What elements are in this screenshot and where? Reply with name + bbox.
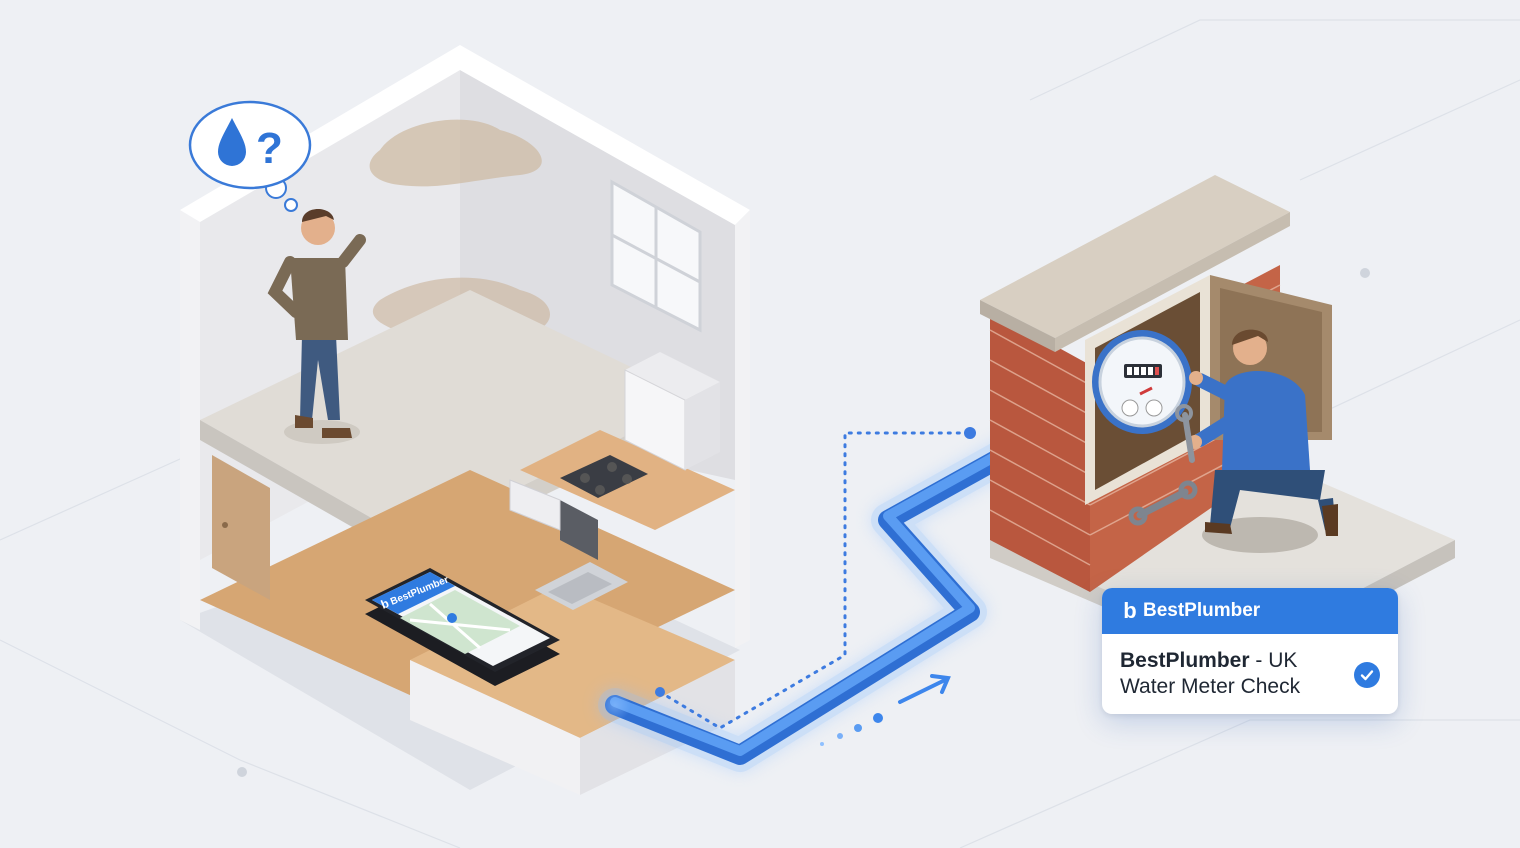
- flow-arrow-lower: [820, 674, 951, 746]
- card-header: b BestPlumber: [1102, 588, 1398, 634]
- smartphone: b BestPlumber: [365, 568, 560, 686]
- water-meter-icon: [1092, 330, 1192, 434]
- card-body: BestPlumber - UK Water Meter Check: [1102, 634, 1398, 700]
- plumber-figure: [1175, 329, 1338, 553]
- homeowner-figure: [267, 208, 366, 444]
- card-header-title: BestPlumber: [1143, 600, 1261, 621]
- thought-bubble: ?: [188, 100, 312, 212]
- question-mark: ?: [256, 124, 283, 173]
- wrench-in-hand-icon: [1182, 412, 1195, 463]
- bestplumber-logo-icon: b: [1123, 598, 1137, 623]
- card-brand-name: BestPlumber: [1120, 649, 1250, 672]
- checkmark-circle-icon: [1354, 662, 1380, 688]
- card-service-name: Water Meter Check: [1120, 675, 1301, 698]
- map-icon: [400, 590, 520, 654]
- plumber-info-card[interactable]: b BestPlumber BestPlumber - UK Water Met…: [1102, 588, 1398, 714]
- wrench-icon: [1128, 480, 1198, 526]
- route-dotted-line: [658, 431, 972, 730]
- card-region: - UK: [1249, 649, 1298, 672]
- water-drop-icon: [218, 118, 246, 166]
